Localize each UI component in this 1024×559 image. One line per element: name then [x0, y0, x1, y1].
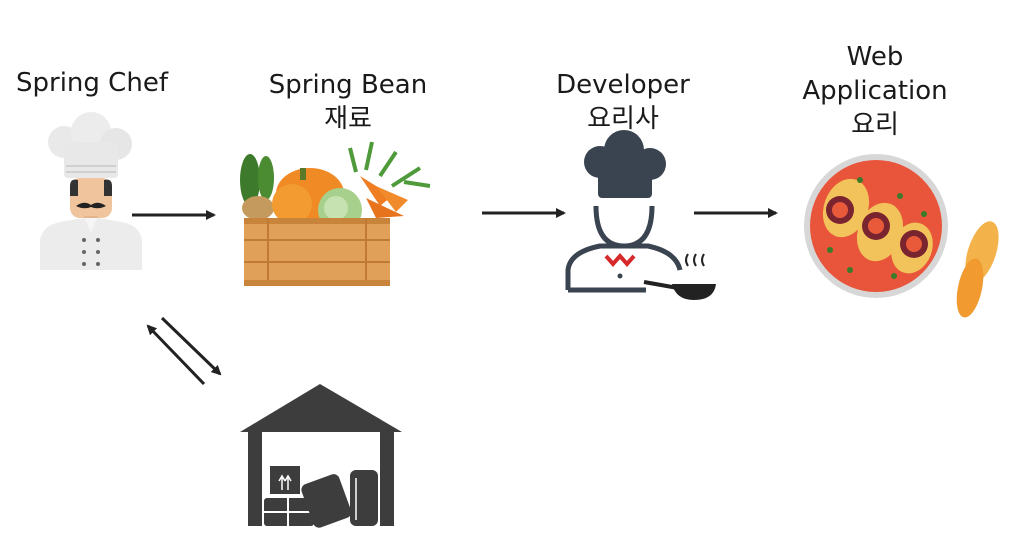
dish-icon — [804, 154, 999, 318]
vegetable-crate-icon — [240, 141, 431, 286]
cook-icon — [565, 130, 683, 293]
web-application-title-line2: Application — [802, 76, 948, 106]
spring-bean-title: Spring Bean — [268, 70, 428, 100]
spring-bean-subtitle: 재료 — [324, 104, 372, 134]
warehouse-icon — [240, 384, 402, 528]
chef-icon — [40, 112, 142, 270]
web-application-title-line1: Web — [846, 42, 904, 72]
arrow-warehouse-to-chef — [146, 324, 206, 386]
pan-icon — [643, 253, 716, 300]
spring-bean-label: Spring Bean 재료 — [258, 68, 438, 136]
web-application-subtitle: 요리 — [851, 110, 899, 140]
arrow-chef-to-warehouse — [160, 316, 222, 376]
web-application-label: Web Application 요리 — [790, 40, 960, 142]
developer-label: Developer 요리사 — [548, 68, 698, 136]
spring-chef-title: Spring Chef — [16, 68, 168, 98]
developer-subtitle: 요리사 — [587, 104, 659, 134]
developer-title: Developer — [556, 70, 690, 100]
spring-chef-label: Spring Chef — [12, 66, 172, 100]
